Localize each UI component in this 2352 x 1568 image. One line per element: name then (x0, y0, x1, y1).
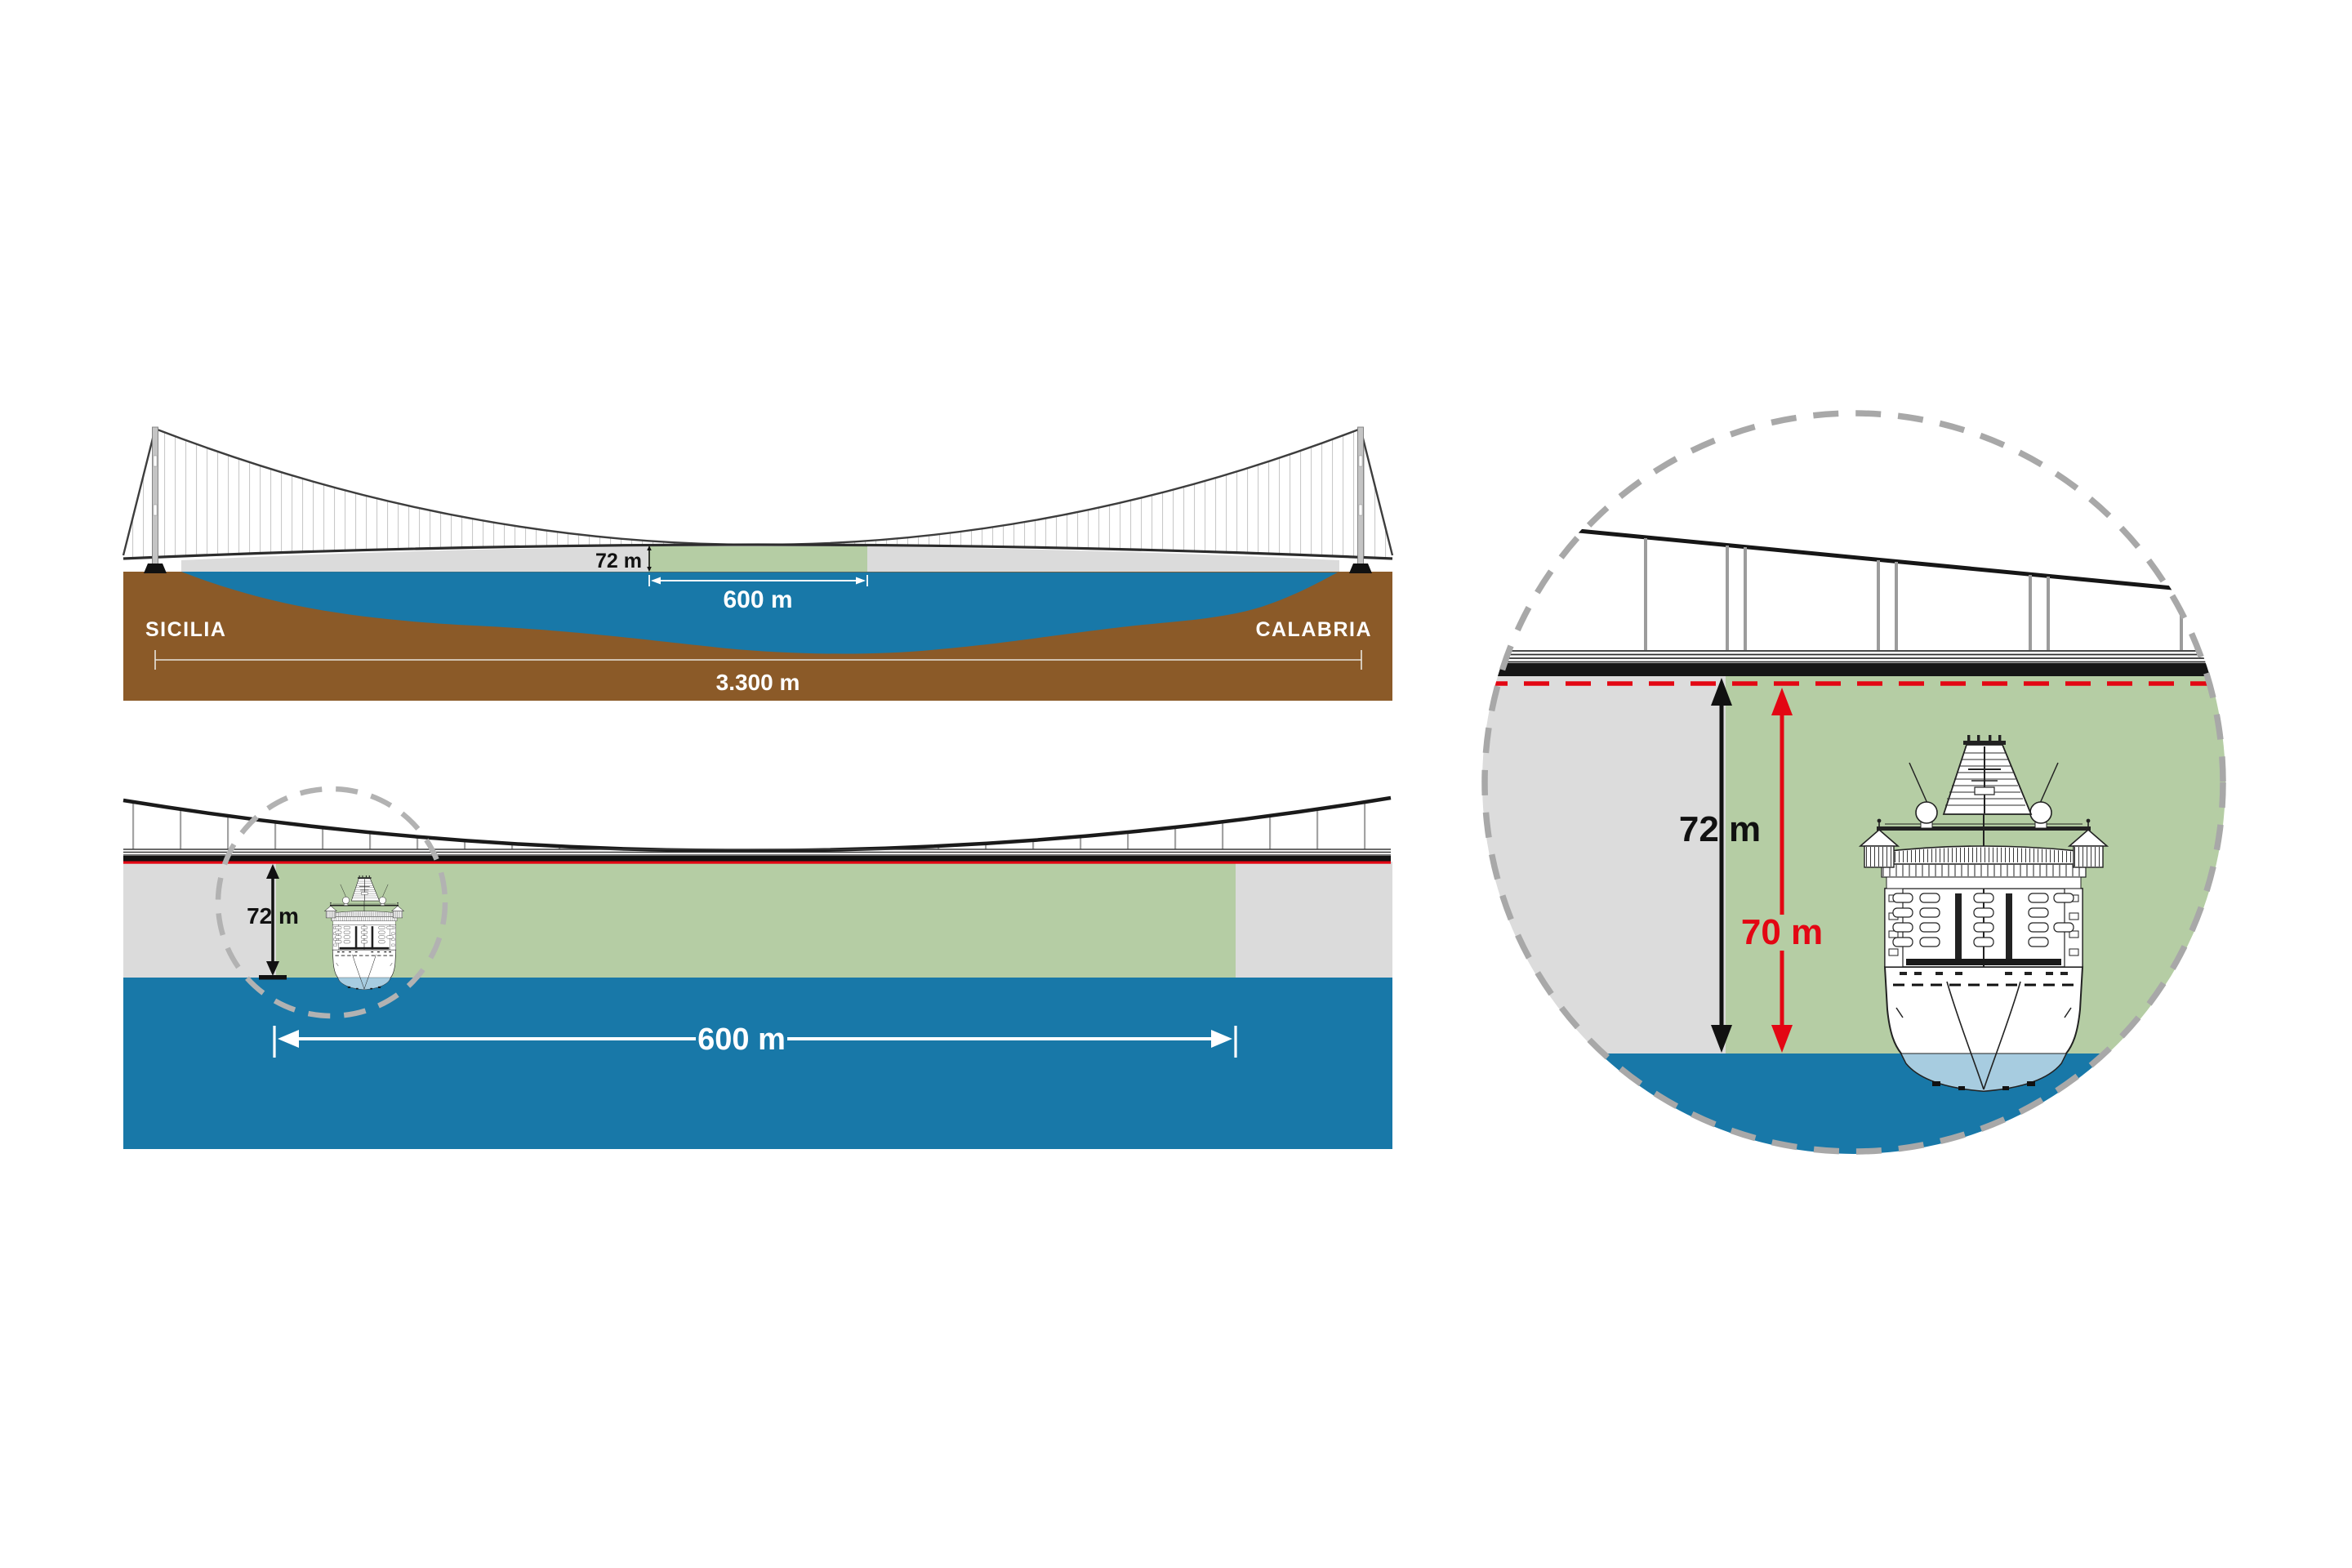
clearance-height-label: 72 m (1679, 809, 1761, 849)
strait-profile-diagram: 72 m 600 m SICILIA CALABRIA 3.300 m (122, 426, 1394, 701)
main-cable (1578, 528, 2173, 590)
detail-magnifier-circle: 72 m 70 m (1481, 410, 2226, 1155)
clearance-height-dimension: 72 m (595, 546, 652, 572)
sicilia-label: SICILIA (145, 618, 226, 641)
ship-height-dimension: 70 m (1741, 688, 1823, 1053)
total-span-dimension: 3.300 m (154, 650, 1362, 695)
magnifier-circle-outline (1481, 410, 2226, 1155)
main-cable (122, 795, 1392, 853)
water (1482, 1054, 2225, 1154)
bridge-tower-left (144, 426, 167, 573)
ship-height-label: 70 m (1741, 912, 1823, 952)
clearance-gray-right (1236, 862, 1392, 978)
clearance-height-dimension: 72 m (247, 864, 299, 980)
zoom-indicator-circle (215, 786, 448, 1019)
bridge-deck (1482, 650, 2225, 676)
clearance-gray-zone (1482, 676, 1726, 1054)
bridge-deck (123, 849, 1391, 864)
deck-elevation-diagram: 72 m 600 m (122, 786, 1392, 1149)
suspender-cables (123, 429, 1392, 559)
bridge-deck (122, 543, 1393, 560)
strait-water (181, 572, 1338, 654)
bridge-tower-right (1349, 426, 1372, 573)
channel-width-label: 600 m (697, 1022, 786, 1057)
total-span-label: 3.300 m (716, 670, 800, 695)
clearance-height-label: 72 m (595, 550, 642, 572)
navigation-channel-zone (648, 546, 867, 572)
channel-width-dimension: 600 m (273, 1022, 1237, 1058)
channel-width-dimension: 600 m (648, 575, 868, 613)
navigation-channel-zone (276, 862, 1236, 978)
calabria-label: CALABRIA (1255, 618, 1372, 641)
clearance-height-dimension: 72 m (1679, 678, 1761, 1053)
clearance-gray-left (123, 862, 276, 978)
clearance-height-label: 72 m (247, 903, 299, 929)
clearance-limit-line (123, 861, 1391, 864)
channel-width-label: 600 m (723, 586, 792, 613)
water (123, 978, 1392, 1149)
